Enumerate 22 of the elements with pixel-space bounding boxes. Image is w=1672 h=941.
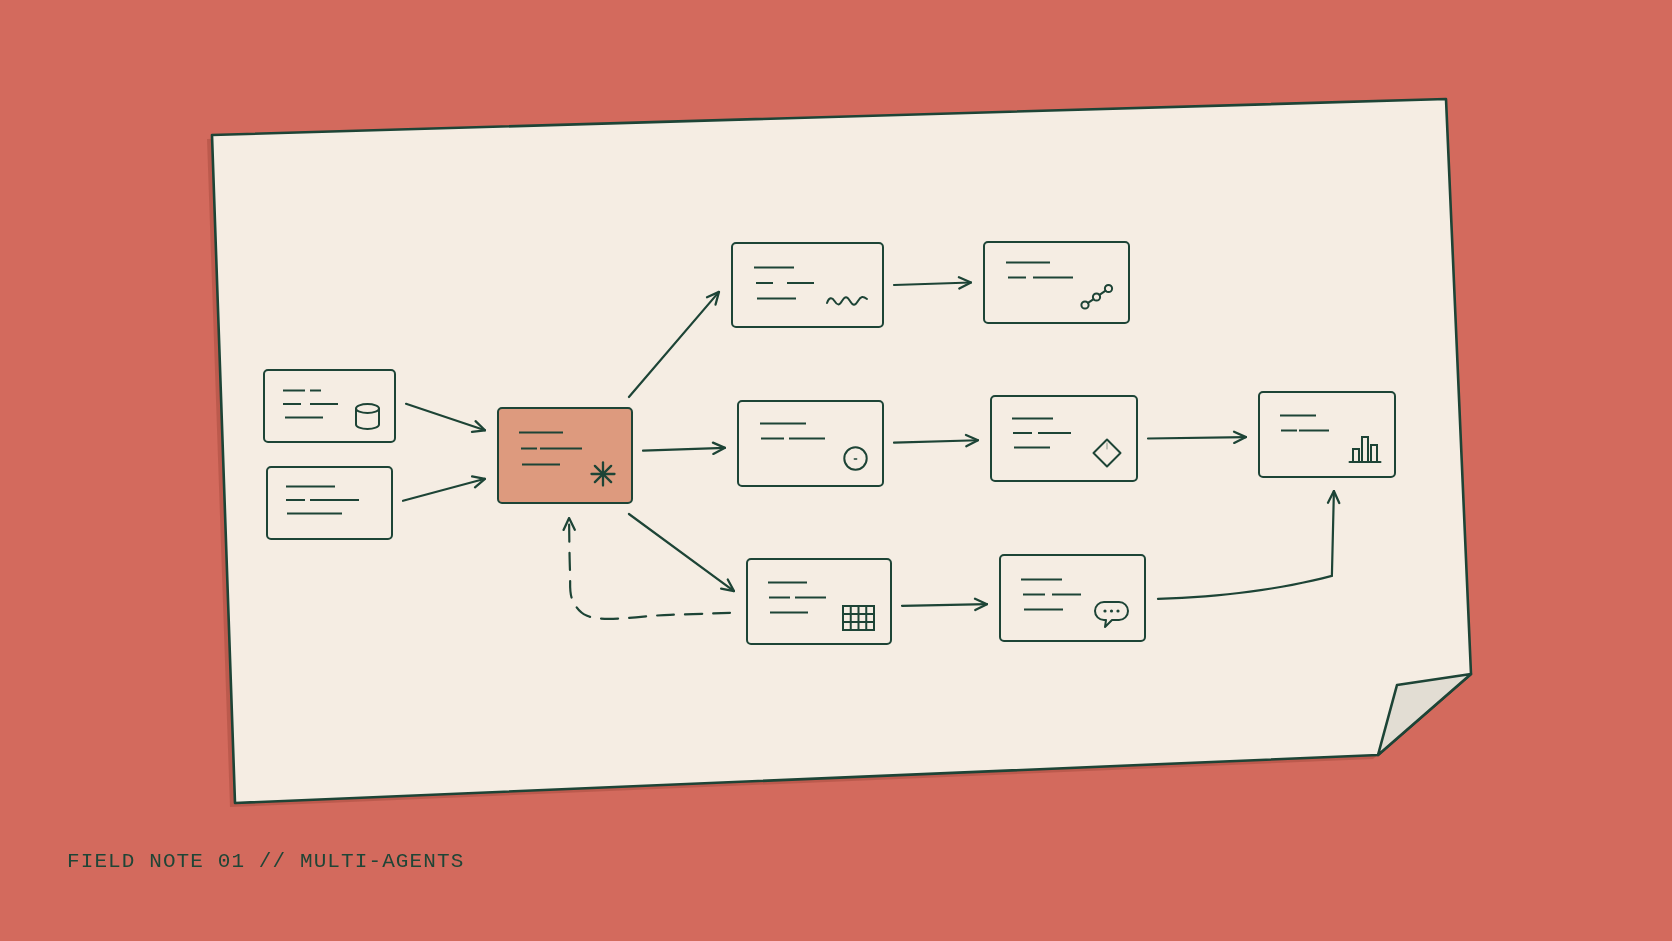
arrow (892, 433, 980, 448)
arrow (1146, 430, 1248, 445)
arrow (627, 512, 736, 593)
card (999, 554, 1146, 642)
arrow (892, 276, 973, 290)
arrow (1156, 489, 1341, 600)
card (1258, 391, 1396, 478)
caption: FIELD NOTE 01 // MULTI-AGENTS (67, 849, 465, 875)
arrow (404, 402, 487, 433)
arrow (900, 597, 989, 612)
arrow (627, 290, 721, 399)
card (983, 241, 1130, 324)
card (737, 400, 884, 487)
arrow (641, 441, 727, 455)
card (263, 369, 396, 443)
arrow (401, 475, 487, 502)
card (990, 395, 1138, 482)
card (731, 242, 884, 328)
card (266, 466, 393, 540)
card (746, 558, 892, 645)
highlighted-card (497, 407, 633, 504)
dashed-arrow (562, 516, 732, 620)
